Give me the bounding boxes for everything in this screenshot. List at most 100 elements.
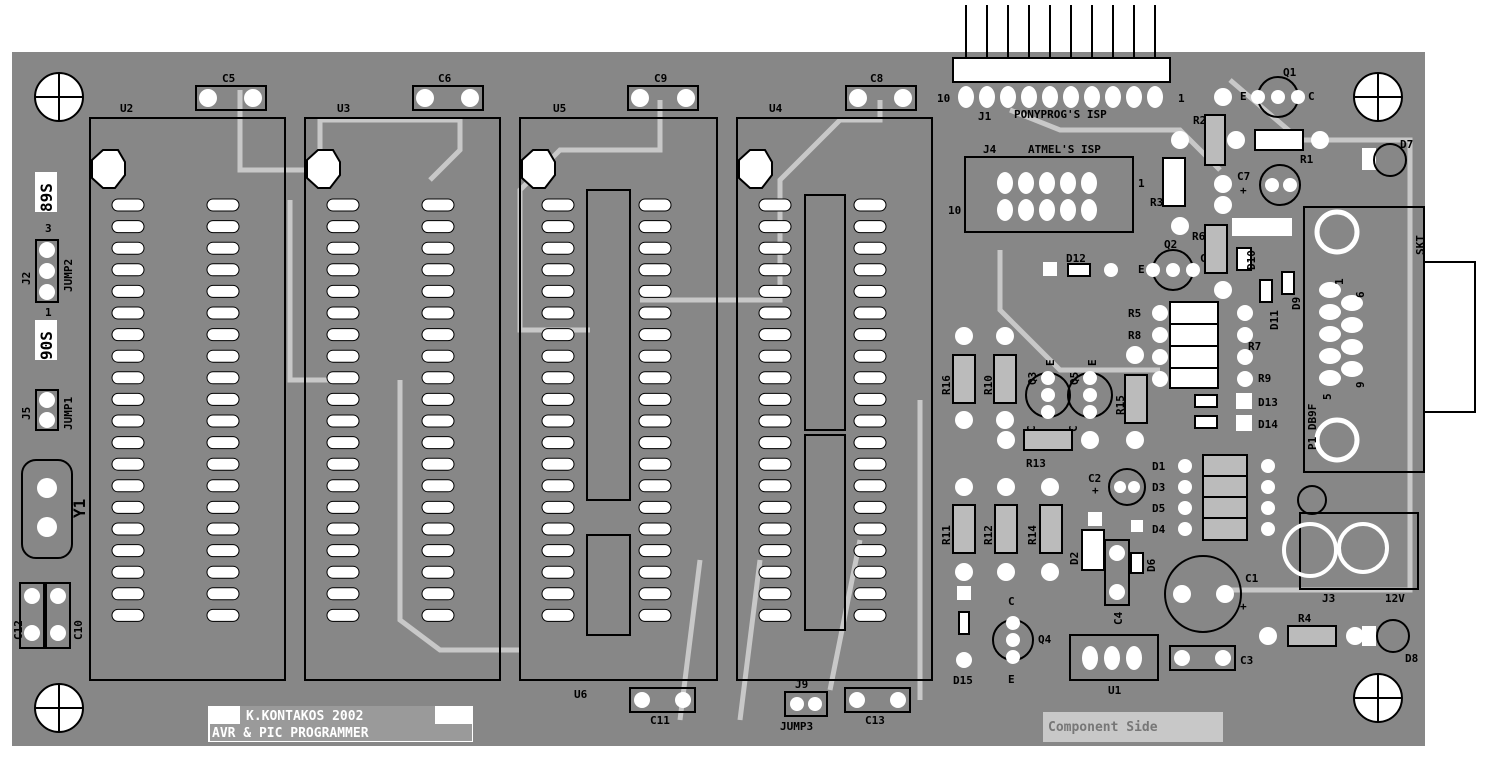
socket-pin-pad xyxy=(111,263,145,277)
socket-pin-pad xyxy=(541,608,575,622)
j2-pin1-label: 1 xyxy=(45,306,52,319)
cap-c8 xyxy=(845,85,917,111)
socket-pin-pad xyxy=(421,565,455,579)
resistor-r16 xyxy=(952,327,976,429)
j1-pin-pad xyxy=(1126,86,1142,108)
j1-pin-pad xyxy=(1000,86,1016,108)
label-q3: Q3 xyxy=(1026,372,1039,385)
j1-header-pins xyxy=(965,5,1156,60)
j4-pin-pad xyxy=(1039,172,1055,194)
j4-pin1-label: 1 xyxy=(1138,177,1145,190)
socket-pin-pad xyxy=(758,220,792,234)
socket-pin-pad xyxy=(638,479,672,493)
socket-pin-pad xyxy=(206,500,240,514)
j1-pin-pad xyxy=(1021,86,1037,108)
socket-pin-pad xyxy=(111,198,145,212)
label-d11: D11 xyxy=(1268,310,1281,330)
db9-pin6-label: 6 xyxy=(1354,291,1367,298)
j1-pin-pad xyxy=(958,86,974,108)
cap-c2 xyxy=(1108,468,1146,506)
label-c3: C3 xyxy=(1240,654,1253,667)
j1-pin-pad xyxy=(1042,86,1058,108)
j4-pin-pad xyxy=(1018,199,1034,221)
diodes-d1-d3-d5-d4 xyxy=(1178,454,1275,541)
label-u1: U1 xyxy=(1108,684,1122,697)
socket-pin-pad xyxy=(206,198,240,212)
socket-pin-pad xyxy=(421,241,455,255)
socket-pin-pad xyxy=(111,457,145,471)
socket-pin-pad xyxy=(421,522,455,536)
socket-u5 xyxy=(519,117,718,681)
chip-u4-inner-lower xyxy=(804,434,846,631)
socket-pin-pad xyxy=(111,220,145,234)
socket-pin-pad xyxy=(421,328,455,342)
label-d7: D7 xyxy=(1400,138,1413,151)
label-skt: SKT xyxy=(1414,235,1427,255)
socket-pin-pad xyxy=(326,371,360,385)
socket-pin-pad xyxy=(541,565,575,579)
label-r4: R4 xyxy=(1298,612,1312,625)
label-r8: R8 xyxy=(1128,329,1141,342)
cap-c7 xyxy=(1259,164,1301,206)
socket-pin-pad xyxy=(111,500,145,514)
socket-pin-pad xyxy=(853,284,887,298)
q3-emitter-label: E xyxy=(1044,359,1057,366)
label-j3: J3 xyxy=(1322,592,1335,605)
socket-pin-pad xyxy=(853,371,887,385)
socket-pin-pad xyxy=(421,414,455,428)
socket-pin-pad xyxy=(541,371,575,385)
socket-pin-pad xyxy=(421,500,455,514)
regulator-u1 xyxy=(1069,634,1159,681)
socket-pins xyxy=(111,198,887,622)
socket-pin-pad xyxy=(541,241,575,255)
socket-pin-pad xyxy=(541,500,575,514)
power-jack-j3[interactable] xyxy=(1282,485,1419,590)
label-c11: C11 xyxy=(650,714,670,727)
socket-pin-pad xyxy=(326,500,360,514)
label-u5: U5 xyxy=(553,102,566,115)
q3-collector-label: C xyxy=(1025,425,1038,432)
label-j5: J5 xyxy=(20,407,33,420)
socket-pin-pad xyxy=(853,544,887,558)
label-d12: D12 xyxy=(1066,252,1086,265)
label-d15: D15 xyxy=(953,674,973,687)
select-89s-box xyxy=(35,172,57,212)
label-r2: R2 xyxy=(1193,114,1206,127)
jumper-j2[interactable] xyxy=(35,239,59,303)
socket-pin-pad xyxy=(421,608,455,622)
cap-c3 xyxy=(1169,645,1236,671)
component-side-label: Component Side xyxy=(1048,720,1158,735)
label-u4: U4 xyxy=(769,102,783,115)
q4-collector-label: C xyxy=(1008,595,1015,608)
socket-pin-pad xyxy=(758,608,792,622)
resistor-array-r5-r8-r7-r9 xyxy=(1152,301,1253,389)
db9-pin1-label: 1 xyxy=(1333,278,1346,285)
socket-pin-pad xyxy=(638,436,672,450)
jumper-j5[interactable] xyxy=(35,389,59,431)
socket-pin-pad xyxy=(111,306,145,320)
label-r16: R16 xyxy=(940,375,953,395)
socket-pin-pad xyxy=(206,544,240,558)
label-j4: J4 xyxy=(983,143,997,156)
resistor-r6 xyxy=(1204,196,1232,299)
socket-pin-pad xyxy=(541,544,575,558)
label-r11: R11 xyxy=(940,525,953,545)
j1-pads xyxy=(958,86,1163,108)
j2-pin3-label: 3 xyxy=(45,222,52,235)
jumper-j9[interactable] xyxy=(784,691,828,717)
led-d7 xyxy=(1362,143,1407,177)
socket-pin-pad xyxy=(206,436,240,450)
socket-pin-pad xyxy=(206,371,240,385)
q5-emitter-label: E xyxy=(1086,359,1099,366)
socket-u4 xyxy=(736,117,933,681)
socket-pin-pad xyxy=(638,587,672,601)
socket-pin-pad xyxy=(758,544,792,558)
socket-pin-pad xyxy=(758,371,792,385)
resistor-r12 xyxy=(994,478,1018,581)
j4-pin-pad xyxy=(1081,199,1097,221)
socket-pin-pad xyxy=(421,544,455,558)
label-y1: Y1 xyxy=(70,499,89,518)
cap-c9 xyxy=(627,85,699,111)
diodes-d13-d14 xyxy=(1194,393,1252,431)
db9-pin-pad xyxy=(1341,361,1363,377)
